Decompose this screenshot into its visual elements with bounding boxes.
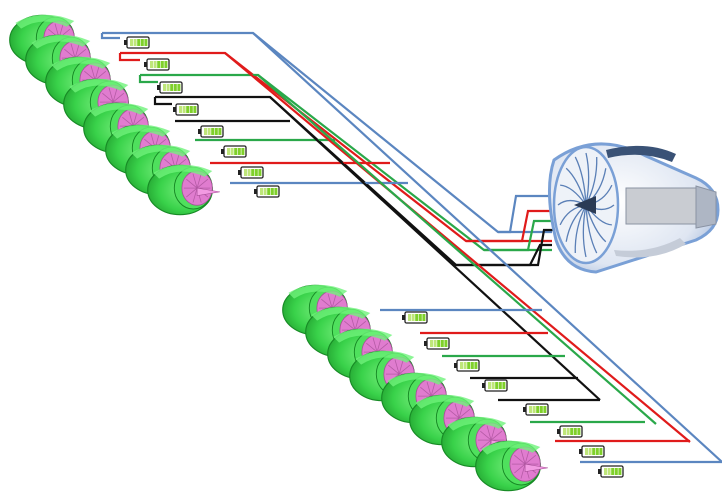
battery-array (124, 36, 624, 478)
feed-line (118, 53, 140, 62)
engine-connector-line (498, 194, 552, 234)
battery-icon (238, 166, 264, 179)
wiring-harness (100, 31, 722, 464)
battery-icon (221, 145, 247, 158)
battery-icon (523, 403, 549, 416)
engine-body (548, 142, 720, 274)
battery-icon (198, 125, 224, 138)
engine-connector-line (456, 228, 556, 267)
battery-icon (254, 185, 280, 198)
battery-icon (144, 58, 170, 71)
blue-bus-line (252, 32, 722, 463)
battery-icon (598, 465, 624, 478)
battery-icon (454, 359, 480, 372)
turbofan-engine-icon (548, 142, 720, 274)
red-bus-line (224, 52, 691, 443)
black-bus-line (155, 95, 552, 267)
electric-fan-icon (409, 394, 482, 446)
feed-line (100, 33, 120, 40)
electric-fan-icon (147, 164, 220, 216)
upper-fan-array (9, 14, 220, 216)
lower-fan-array (282, 284, 548, 492)
battery-icon (482, 379, 508, 392)
feed-line (153, 97, 172, 106)
battery-icon (424, 337, 450, 350)
battery-icon (579, 445, 605, 458)
green-bus-line (257, 74, 657, 425)
battery-icon (173, 103, 199, 116)
blue-bus-line (102, 31, 552, 234)
black-bus-line (269, 96, 601, 401)
battery-icon (557, 425, 583, 438)
battery-icon (157, 81, 183, 94)
feed-line (138, 75, 158, 84)
battery-icon (402, 311, 428, 324)
battery-icon (124, 36, 150, 49)
engine-connector-line (484, 219, 556, 252)
engine-connector-line (466, 209, 556, 243)
electric-fan-icon (475, 440, 548, 492)
